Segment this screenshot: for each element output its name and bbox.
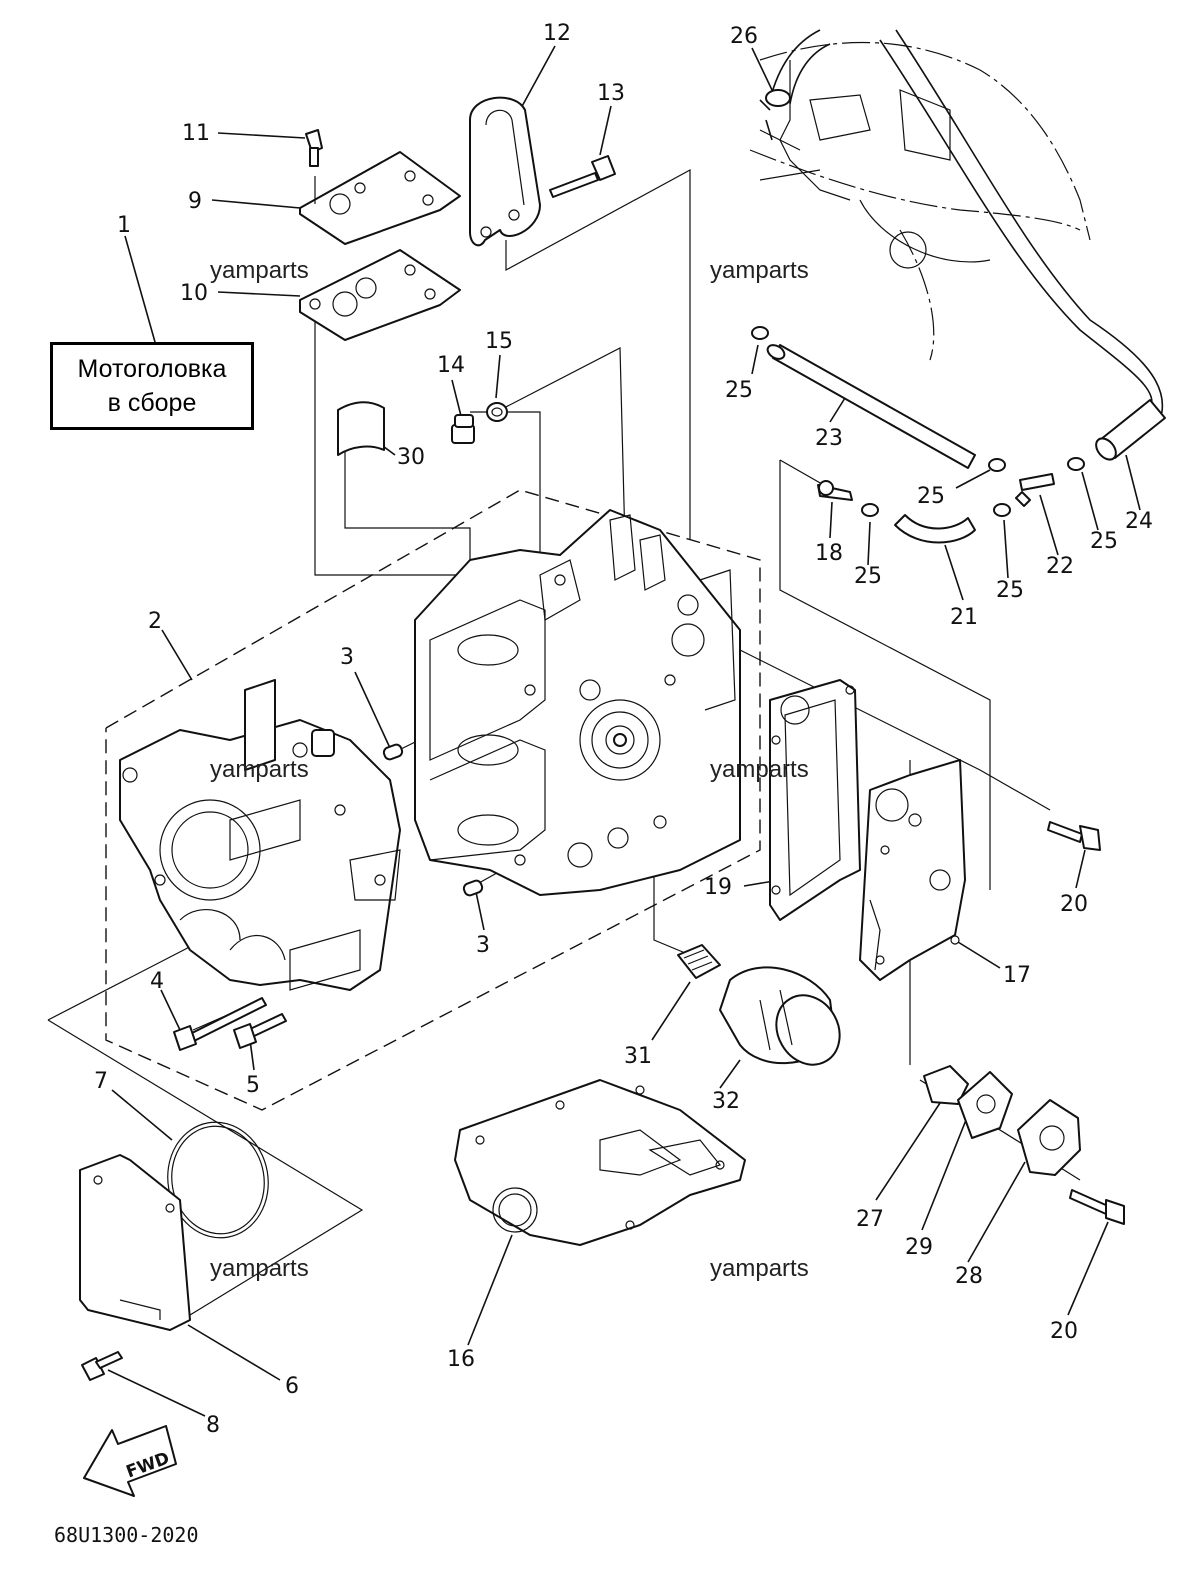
watermark-4: yamparts	[710, 756, 809, 783]
watermarks: yamparts yamparts yamparts yamparts yamp…	[210, 257, 809, 1282]
watermark-5: yamparts	[210, 1255, 309, 1282]
callout-25-a: 25	[725, 378, 753, 403]
callout-28: 28	[955, 1264, 983, 1289]
assembly-label-line1: Мотоголовка	[77, 355, 227, 383]
diagram-code: 68U1300-2020	[54, 1523, 199, 1547]
callout-13: 13	[597, 81, 625, 106]
callout-25-d: 25	[996, 578, 1024, 603]
callout-23: 23	[815, 426, 843, 451]
callout-27: 27	[856, 1207, 884, 1232]
callout-4: 4	[150, 969, 164, 994]
callout-20-lower: 20	[1050, 1319, 1078, 1344]
watermark-2: yamparts	[710, 257, 809, 284]
callout-18: 18	[815, 541, 843, 566]
callout-7: 7	[94, 1069, 108, 1094]
callout-numbers: 1 2 3 3 4 5 6 7 8 9 10 11 12 13 14 15 16…	[94, 21, 1153, 1438]
part-3-dowel-lower	[462, 879, 484, 897]
part-3-dowel-upper	[382, 743, 404, 761]
callout-2: 2	[148, 609, 162, 634]
part-32-oil-filter	[719, 966, 841, 1066]
assembly-label-box: Мотоголовка в сборе	[50, 342, 254, 430]
callout-15: 15	[485, 329, 513, 354]
callout-9: 9	[188, 189, 202, 214]
part-14-plug	[451, 414, 475, 444]
callout-31: 31	[624, 1044, 652, 1069]
part-27-thermostat	[923, 1065, 969, 1105]
cylinder-block	[414, 509, 741, 896]
parts	[79, 96, 1125, 1381]
watermark-1: yamparts	[210, 257, 309, 284]
callout-25-c: 25	[854, 564, 882, 589]
assembly-label-line2: в сборе	[107, 389, 197, 417]
callout-25-e: 25	[1090, 529, 1118, 554]
part-18-fitting	[817, 480, 853, 501]
part-4-bolt	[173, 997, 267, 1051]
callout-19: 19	[704, 875, 732, 900]
callout-12: 12	[543, 21, 571, 46]
callout-22: 22	[1046, 554, 1074, 579]
callout-3-upper: 3	[340, 645, 354, 670]
callout-6: 6	[285, 1374, 299, 1399]
watermark-3: yamparts	[210, 756, 309, 783]
callout-26: 26	[730, 24, 758, 49]
part-8-bolt	[81, 1351, 123, 1381]
part-11-bolt	[305, 129, 323, 167]
callout-32: 32	[712, 1089, 740, 1114]
part-7-o-ring	[167, 1121, 269, 1239]
callout-29: 29	[905, 1235, 933, 1260]
callout-21: 21	[950, 605, 978, 630]
assembly-dashed-outline	[105, 489, 761, 1111]
callout-8: 8	[206, 1413, 220, 1438]
callout-1: 1	[117, 213, 131, 238]
callout-10: 10	[180, 281, 208, 306]
part-17-cover	[859, 759, 966, 981]
part-10-gasket	[299, 249, 461, 341]
part-28-thermostat-cover	[1017, 1099, 1081, 1176]
callout-30: 30	[397, 445, 425, 470]
fwd-arrow: FWD	[83, 1425, 177, 1497]
part-5-bolt	[233, 1013, 287, 1049]
callout-16: 16	[447, 1347, 475, 1372]
callout-20-upper: 20	[1060, 892, 1088, 917]
cylinder-head	[119, 679, 401, 991]
part-20-bolt-lower	[1069, 1189, 1125, 1225]
part-13-bolt	[549, 155, 616, 198]
part-22-fitting	[1015, 473, 1055, 507]
upper-casing-drawing	[749, 29, 1166, 461]
callout-5: 5	[246, 1073, 260, 1098]
part-9-cover-plate	[299, 151, 461, 245]
part-12-bracket	[469, 96, 541, 247]
watermark-6: yamparts	[710, 1255, 809, 1282]
part-23-pipe	[766, 344, 976, 469]
callout-11: 11	[182, 121, 210, 146]
part-31-fitting	[677, 944, 721, 979]
part-15-washer	[486, 402, 508, 422]
callout-25-b: 25	[917, 484, 945, 509]
part-19-gasket	[769, 679, 861, 921]
part-29-gasket	[957, 1071, 1013, 1139]
callout-3-lower: 3	[476, 933, 490, 958]
part-30-sleeve	[337, 401, 385, 456]
callout-17: 17	[1003, 963, 1031, 988]
part-6-cover	[79, 1154, 191, 1331]
callout-24: 24	[1125, 509, 1153, 534]
callout-14: 14	[437, 353, 465, 378]
part-21-hose	[894, 514, 976, 544]
part-16-gasket	[454, 1079, 746, 1246]
part-20-bolt-upper	[1047, 821, 1101, 851]
part-25-clips	[751, 326, 1085, 517]
